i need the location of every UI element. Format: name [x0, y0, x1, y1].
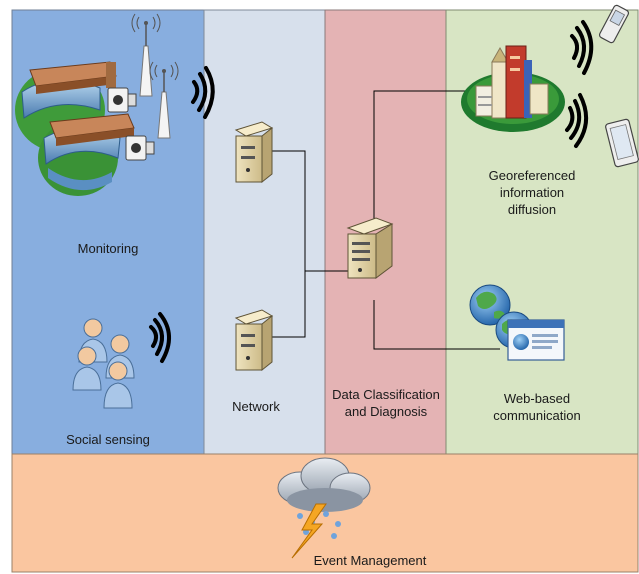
wireless-signal-icon	[149, 312, 171, 363]
web-label-line2: communication	[493, 408, 581, 423]
river-bridge-icon	[38, 113, 135, 196]
server-icon	[234, 309, 274, 372]
georef-label-line3: diffusion	[507, 202, 557, 217]
event-management-label: Event Management	[313, 553, 427, 568]
browser-window-icon	[507, 319, 565, 361]
antenna-tower-icon	[149, 61, 179, 139]
classification-label-line1: Data Classification	[332, 387, 440, 402]
camera-icon	[125, 135, 155, 161]
monitoring-label: Monitoring	[77, 241, 139, 256]
wireless-signal-icon	[570, 20, 594, 75]
antenna-tower-icon	[131, 13, 161, 97]
wireless-signal-icon	[565, 93, 588, 148]
camera-icon	[107, 87, 137, 113]
wireless-signal-icon	[191, 66, 215, 119]
georef-label-line2: information	[499, 185, 565, 200]
connector-lines	[270, 90, 500, 350]
storm-cloud-icon	[277, 457, 371, 559]
server-rack-icon	[346, 217, 394, 279]
web-label: Web-based communication	[470, 390, 604, 424]
network-label: Network	[232, 399, 280, 414]
georef-label: Georeferenced information diffusion	[460, 167, 604, 218]
river-bridge-icon	[15, 61, 117, 152]
people-group-icon	[72, 318, 135, 409]
georef-panel	[445, 9, 639, 455]
georef-label-line1: Georeferenced	[488, 168, 576, 183]
globe-icon	[469, 284, 511, 326]
classification-label-line2: and Diagnosis	[344, 404, 428, 419]
social-sensing-label: Social sensing	[66, 432, 150, 447]
city-buildings-icon	[461, 45, 565, 132]
classification-label: Data Classification and Diagnosis	[326, 386, 446, 420]
server-icon	[234, 121, 274, 184]
mobile-phone-icon	[598, 4, 630, 44]
tablet-icon	[605, 118, 639, 168]
network-panel	[203, 9, 326, 455]
web-label-line1: Web-based	[503, 391, 571, 406]
